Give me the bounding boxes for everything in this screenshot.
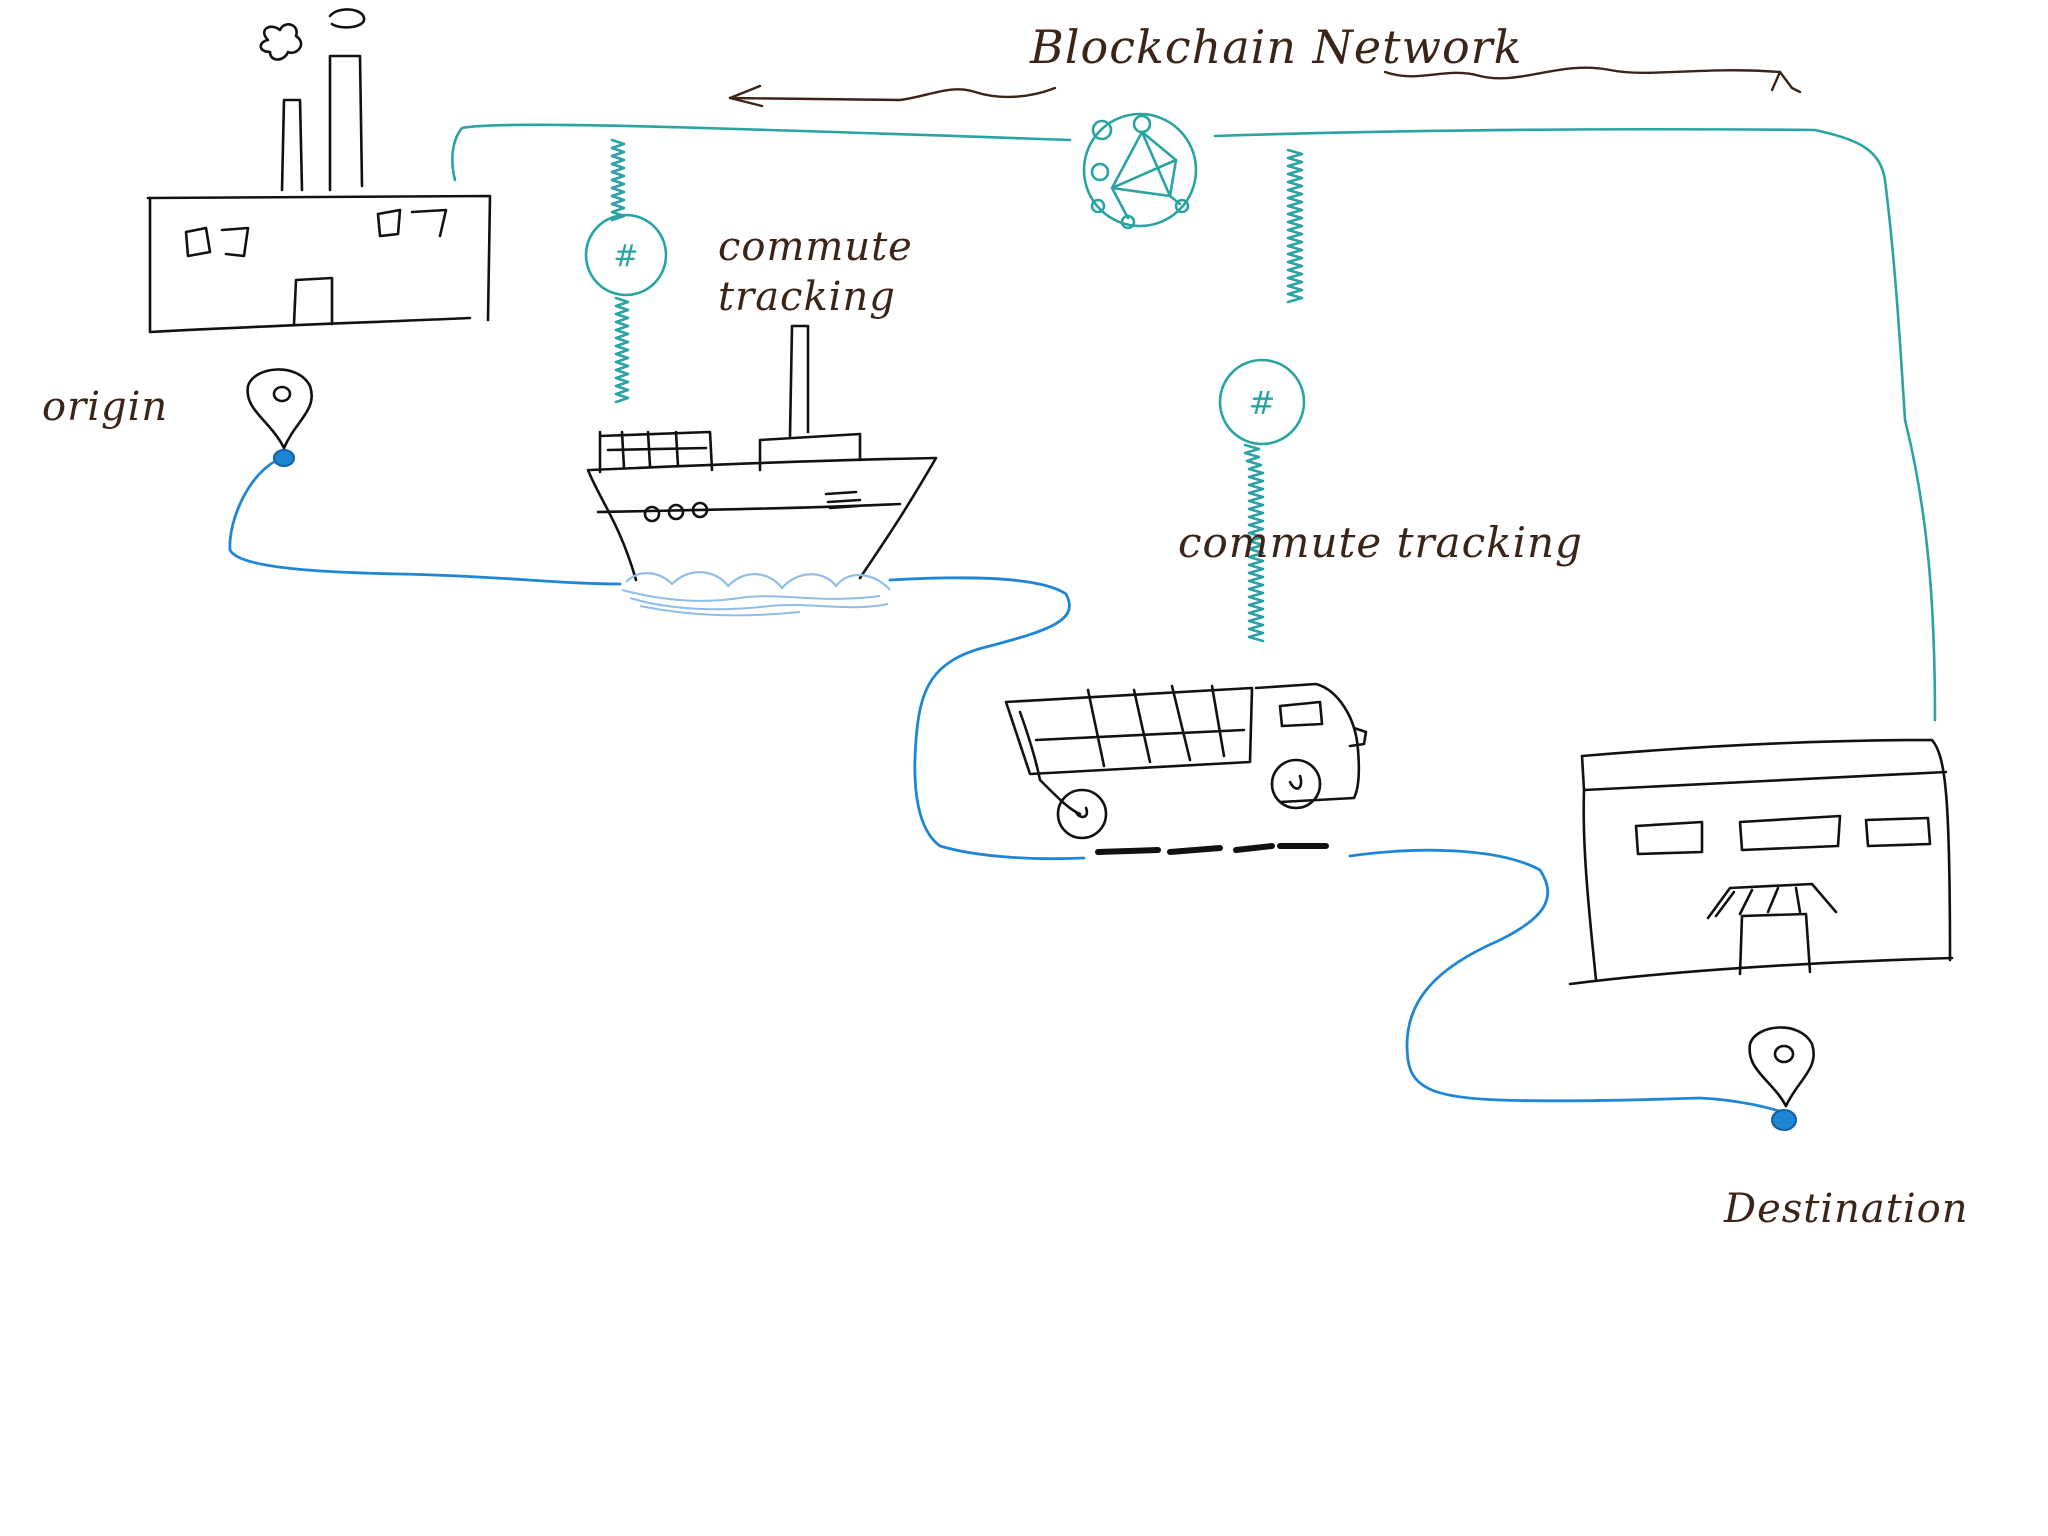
truck-tracking-link: #: [1218, 148, 1306, 643]
origin-label: origin: [42, 384, 169, 430]
ship-tracking-link: #: [584, 138, 668, 404]
destination-map-pin-icon: [1748, 1026, 1815, 1131]
network-hub-circle: [1082, 112, 1198, 228]
truck-icon: [1004, 682, 1368, 855]
destination-label: Destination: [1724, 1186, 1969, 1232]
network-span-arrow: [728, 66, 1802, 108]
hash-node-icon: [584, 213, 668, 297]
network-graph-icon: [1090, 114, 1190, 230]
ship-icon: [586, 324, 938, 582]
hash-glyph: #: [1249, 384, 1276, 422]
route-line: [888, 576, 1086, 861]
hash-glyph: #: [613, 239, 638, 274]
truck-tracking-label: commute tracking: [1178, 518, 1583, 567]
network-backbone: [451, 123, 1937, 722]
hash-node-icon: [1218, 358, 1306, 446]
route-line: [228, 456, 622, 586]
route-line: [1348, 848, 1784, 1114]
network-hub: [1082, 112, 1198, 230]
origin-map-pin-icon: [246, 368, 313, 467]
warehouse-icon: [1568, 738, 1954, 986]
network-label: Blockchain Network: [1030, 20, 1523, 74]
ship-tracking-label: commute tracking: [718, 224, 913, 320]
water-waves: [621, 571, 891, 617]
factory-icon: [146, 8, 492, 334]
shipment-route: [228, 456, 1784, 1114]
